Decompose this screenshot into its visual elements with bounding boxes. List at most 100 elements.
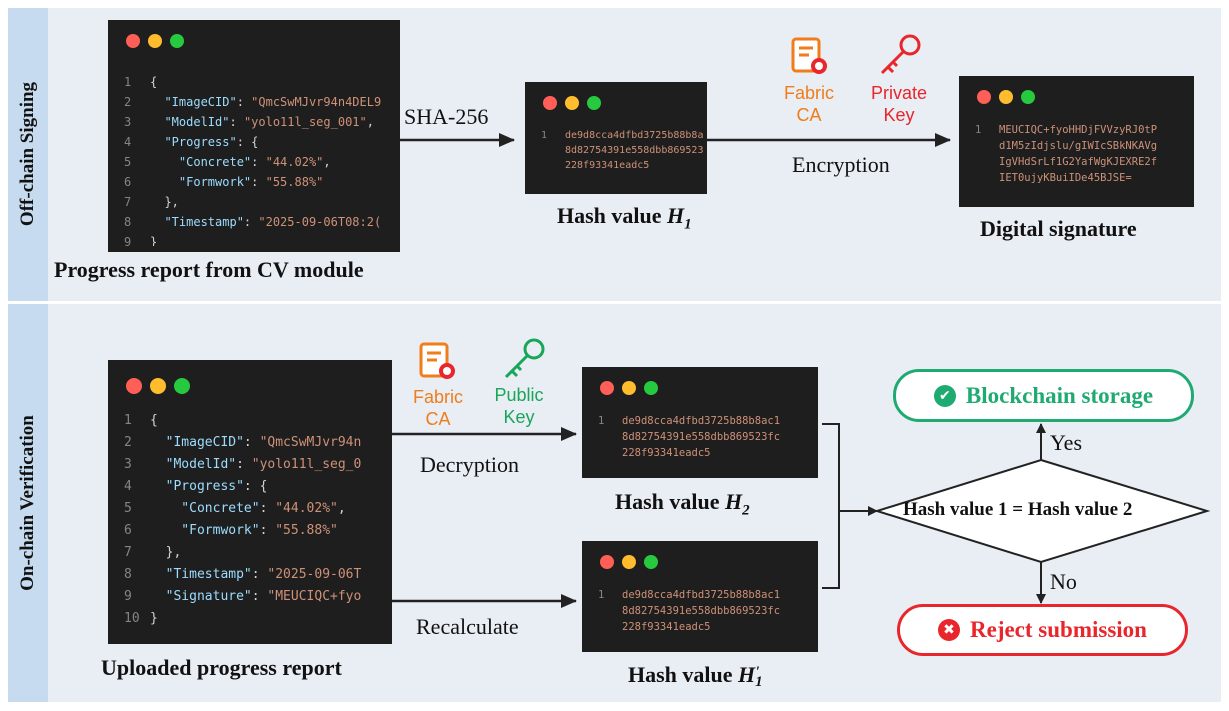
sha-label: SHA-256: [404, 104, 489, 129]
certificate-icon: [791, 37, 827, 74]
public-key-icon: [504, 338, 545, 379]
code-token: "Concrete": [150, 501, 260, 516]
code-line: 2 "ImageCID": "QmcSwMJvr94n4DEL9: [124, 92, 396, 112]
code-token: "2025-09-06T: [267, 567, 362, 582]
code-token: "Timestamp": [150, 567, 252, 582]
code-line: 1{: [124, 72, 396, 92]
code-token: :: [243, 215, 259, 229]
code-token: "MEUCIQC+fyo: [267, 589, 362, 604]
code-token: :: [259, 501, 276, 516]
line-number: 2: [124, 95, 132, 109]
code-token: :: [229, 115, 244, 129]
line-number: 8: [124, 567, 132, 582]
code-line: 4 "Progress": {: [124, 476, 388, 498]
code-token: :: [236, 457, 252, 472]
code-token: :: [259, 523, 276, 538]
uploaded-report-caption: Uploaded progress report: [101, 655, 342, 680]
certificate-icon: [419, 342, 455, 379]
digital-signature-caption: Digital signature: [980, 216, 1137, 241]
line-number: 9: [124, 589, 132, 604]
x-circle-icon: ✖: [938, 619, 960, 641]
code-token: : {: [243, 479, 268, 494]
code-line: 3 "ModelId": "yolo11l_seg_001",: [124, 112, 396, 132]
code-token: "ModelId": [150, 115, 230, 129]
code-token: "55.88%": [265, 175, 324, 189]
code-token: "Timestamp": [150, 215, 244, 229]
window-controls: [600, 555, 658, 569]
line-number: 9: [124, 235, 132, 246]
code-line: 4 "Progress": {: [124, 132, 396, 152]
code-token: "Progress": [150, 135, 237, 149]
recalculate-label: Recalculate: [416, 614, 519, 639]
code-line: 9}: [124, 232, 396, 246]
reject-submission-node: ✖ Reject submission: [897, 604, 1188, 656]
code-token: : {: [236, 135, 259, 149]
code-line: 3 "ModelId": "yolo11l_seg_0: [124, 454, 388, 476]
code-token: "yolo11l_seg_0: [251, 457, 362, 472]
code-token: "ImageCID": [150, 435, 244, 450]
line-number: 8: [124, 215, 132, 229]
reject-submission-label: Reject submission: [970, 617, 1147, 642]
hash-h2-caption: Hash value H2: [615, 489, 750, 519]
blockchain-storage-label: Blockchain storage: [965, 382, 1154, 408]
code-token: :: [251, 567, 268, 582]
code-token: :: [251, 155, 266, 169]
code-token: ,: [366, 115, 374, 129]
line-number: 7: [124, 545, 132, 560]
code-token: "2025-09-06T08:2(: [258, 215, 382, 229]
merge-connector: [822, 423, 840, 589]
progress-report-caption: Progress report from CV module: [54, 257, 364, 282]
line-number: 6: [124, 175, 132, 189]
hash-h1-caption: Hash value H1: [557, 203, 692, 233]
encryption-label: Encryption: [792, 152, 890, 177]
line-number: 3: [124, 457, 132, 472]
code-token: "QmcSwMJvr94n4DEL9: [251, 95, 382, 109]
no-label: No: [1050, 569, 1077, 594]
code-token: "Concrete": [150, 155, 252, 169]
window-controls: [126, 378, 190, 394]
line-number: 5: [124, 501, 132, 516]
code-token: "Formwork": [150, 175, 252, 189]
code-line: 1{: [124, 410, 388, 432]
line-number: 7: [124, 195, 132, 209]
line-number: 1: [124, 413, 132, 428]
window-controls: [977, 90, 1035, 104]
code-line: 6 "Formwork": "55.88%": [124, 172, 396, 192]
code-token: :: [251, 589, 268, 604]
line-number: 5: [124, 155, 132, 169]
code-line: 5 "Concrete": "44.02%",: [124, 498, 388, 520]
window-controls: [543, 96, 601, 110]
code-token: }: [150, 235, 158, 246]
code-line: 5 "Concrete": "44.02%",: [124, 152, 396, 172]
check-circle-icon: ✔: [933, 384, 956, 407]
code-line: 9 "Signature": "MEUCIQC+fyo: [124, 586, 388, 608]
onchain-sidebar: [8, 304, 48, 702]
code-token: },: [150, 545, 182, 560]
hash-h1-prime-caption: Hash value H'1: [628, 662, 763, 690]
code-token: "55.88%": [275, 523, 338, 538]
yes-label: Yes: [1050, 430, 1083, 455]
code-token: :: [243, 435, 260, 450]
code-line: 7 },: [124, 542, 388, 564]
code-line: 7 },: [124, 192, 396, 212]
code-token: "Signature": [150, 589, 252, 604]
code-token: "yolo11l_seg_001": [243, 115, 367, 129]
code-token: "ImageCID": [150, 95, 237, 109]
line-number: 10: [124, 611, 140, 626]
code-token: {: [150, 75, 158, 89]
private-key-icon: [880, 34, 921, 75]
code-token: "QmcSwMJvr94n: [259, 435, 362, 450]
